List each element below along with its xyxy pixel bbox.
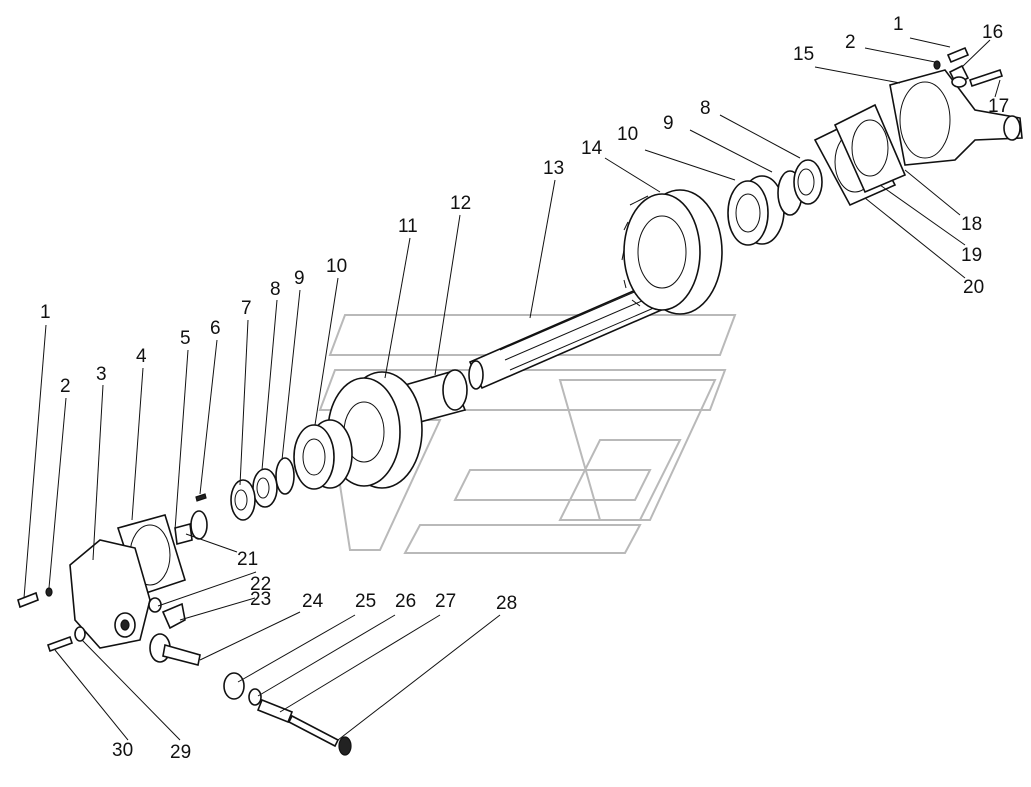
callout-23: 23 bbox=[250, 589, 271, 610]
cable-28 bbox=[287, 714, 352, 756]
callout-4: 4 bbox=[136, 346, 147, 367]
gasket-19 bbox=[833, 103, 907, 194]
callout-2-right: 2 bbox=[845, 32, 856, 53]
callout-6: 6 bbox=[210, 318, 221, 339]
callout-13: 13 bbox=[543, 158, 564, 179]
callout-labels: 1 2 3 4 5 6 7 8 9 10 11 12 13 14 15 16 1… bbox=[40, 14, 1009, 763]
washer-2-left bbox=[45, 587, 53, 597]
nut-8-right bbox=[793, 159, 823, 205]
nut-7 bbox=[230, 479, 256, 521]
plate-23 bbox=[161, 602, 186, 630]
sleeve-27 bbox=[256, 698, 294, 724]
callout-28: 28 bbox=[496, 593, 517, 614]
bushing-25 bbox=[223, 672, 245, 700]
plate-21 bbox=[174, 522, 193, 546]
callout-27: 27 bbox=[435, 591, 456, 612]
washer-2-right bbox=[933, 60, 941, 70]
callout-14: 14 bbox=[581, 138, 603, 159]
plug-22 bbox=[148, 597, 162, 613]
callout-2-left: 2 bbox=[60, 376, 71, 397]
callout-8-right: 8 bbox=[700, 98, 711, 119]
housing-3-left bbox=[69, 539, 151, 649]
pin-6 bbox=[195, 493, 207, 502]
washer-9-left bbox=[275, 457, 295, 495]
callout-18: 18 bbox=[961, 214, 982, 235]
callout-29: 29 bbox=[170, 742, 191, 763]
washer-26 bbox=[248, 688, 262, 706]
bolt-1-right bbox=[946, 46, 970, 64]
callout-8-left: 8 bbox=[270, 279, 281, 300]
callout-7: 7 bbox=[241, 298, 252, 319]
leader-lines bbox=[23, 37, 1001, 741]
callout-30: 30 bbox=[112, 740, 133, 761]
callout-26: 26 bbox=[395, 591, 416, 612]
gear-14 bbox=[621, 189, 723, 315]
callout-12: 12 bbox=[450, 193, 471, 214]
callout-17: 17 bbox=[988, 96, 1009, 117]
callout-24: 24 bbox=[302, 591, 324, 612]
callout-9-right: 9 bbox=[663, 113, 674, 134]
bolt-30 bbox=[46, 635, 74, 653]
callout-25: 25 bbox=[355, 591, 376, 612]
fitting-16 bbox=[948, 64, 970, 88]
washer-29 bbox=[74, 626, 86, 642]
callout-15: 15 bbox=[793, 44, 814, 65]
callout-10-left: 10 bbox=[326, 256, 347, 277]
callout-22: 22 bbox=[250, 574, 271, 595]
callout-16: 16 bbox=[982, 22, 1003, 43]
callout-10-right: 10 bbox=[617, 124, 638, 145]
callout-20: 20 bbox=[963, 277, 984, 298]
callout-21: 21 bbox=[237, 549, 258, 570]
callout-1-right: 1 bbox=[893, 14, 904, 35]
callout-11: 11 bbox=[398, 216, 418, 237]
bearing-10-right bbox=[727, 175, 785, 246]
nut-8-left bbox=[252, 468, 278, 508]
bolt-17 bbox=[968, 68, 1004, 88]
callout-19: 19 bbox=[961, 245, 982, 266]
callout-3: 3 bbox=[96, 364, 107, 385]
callout-5: 5 bbox=[180, 328, 191, 349]
bearing-10-left bbox=[293, 419, 353, 490]
disc-5 bbox=[190, 510, 208, 540]
drive-gear-24 bbox=[149, 633, 201, 666]
bolt-1-left bbox=[17, 591, 39, 609]
callout-1-left: 1 bbox=[40, 302, 51, 323]
callout-9-left: 9 bbox=[294, 268, 305, 289]
